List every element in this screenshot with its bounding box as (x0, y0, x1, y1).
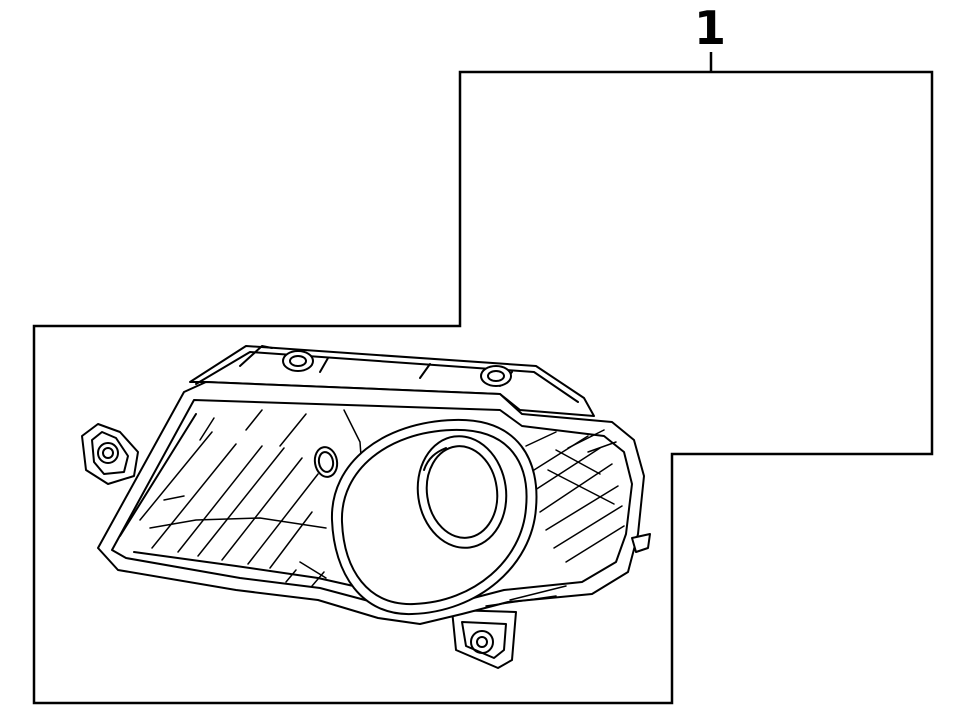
projector-lens (416, 435, 508, 549)
right-side-clip (631, 533, 651, 553)
left-mounting-tab (81, 423, 139, 485)
headlamp-assembly-drawing (81, 345, 651, 669)
lens-inner-edge (111, 399, 633, 611)
bottom-mounting-tab (451, 609, 517, 669)
top-mounting-holes (282, 350, 512, 387)
lens-reflection-hatching (139, 409, 625, 607)
callout-number-1: 1 (694, 1, 726, 55)
position-lamp-lens (313, 446, 339, 478)
assembly-boundary-outline (32, 70, 934, 705)
